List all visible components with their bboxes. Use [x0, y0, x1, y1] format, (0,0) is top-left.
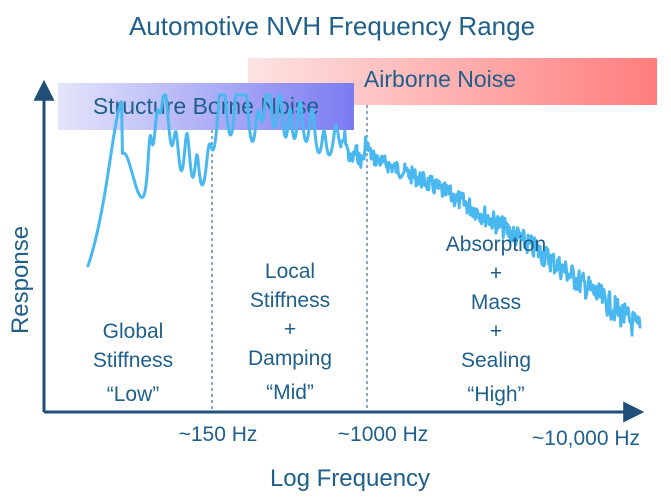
- y-axis-label: Response: [7, 226, 34, 334]
- region-high-line: Absorption: [446, 233, 546, 256]
- region-low-line: Stiffness: [93, 349, 173, 372]
- region-low-line: Global: [103, 320, 164, 343]
- tick-label-1000hz: ~1000 Hz: [338, 423, 428, 446]
- region-low-tag: “Low”: [107, 383, 160, 406]
- region-high-line: +: [490, 262, 502, 285]
- tick-label-150hz: ~150 Hz: [179, 423, 258, 446]
- region-mid: Local Stiffness + Damping “Mid”: [248, 260, 332, 404]
- region-mid-line: Damping: [248, 347, 332, 370]
- region-high-tag: “High”: [467, 383, 524, 406]
- airborne-noise-label: Airborne Noise: [364, 66, 516, 92]
- region-mid-line: +: [284, 318, 296, 341]
- region-high-line: +: [490, 320, 502, 343]
- diagram-title: Automotive NVH Frequency Range: [129, 11, 535, 41]
- response-curve: [86, 93, 642, 337]
- x-axis-label: Log Frequency: [270, 465, 430, 492]
- structure-borne-noise-band: [58, 83, 354, 130]
- region-mid-line: Local: [265, 260, 315, 283]
- tick-label-10000hz: ~10,000 Hz: [532, 427, 640, 450]
- region-low: Global Stiffness “Low”: [93, 320, 173, 406]
- structure-borne-noise-label: Structure Borne Noise: [93, 93, 319, 119]
- region-mid-tag: “Mid”: [266, 381, 314, 404]
- region-high-line: Mass: [471, 291, 521, 314]
- region-high: Absorption + Mass + Sealing “High”: [446, 233, 546, 406]
- region-high-line: Sealing: [461, 349, 531, 372]
- region-mid-line: Stiffness: [250, 289, 330, 312]
